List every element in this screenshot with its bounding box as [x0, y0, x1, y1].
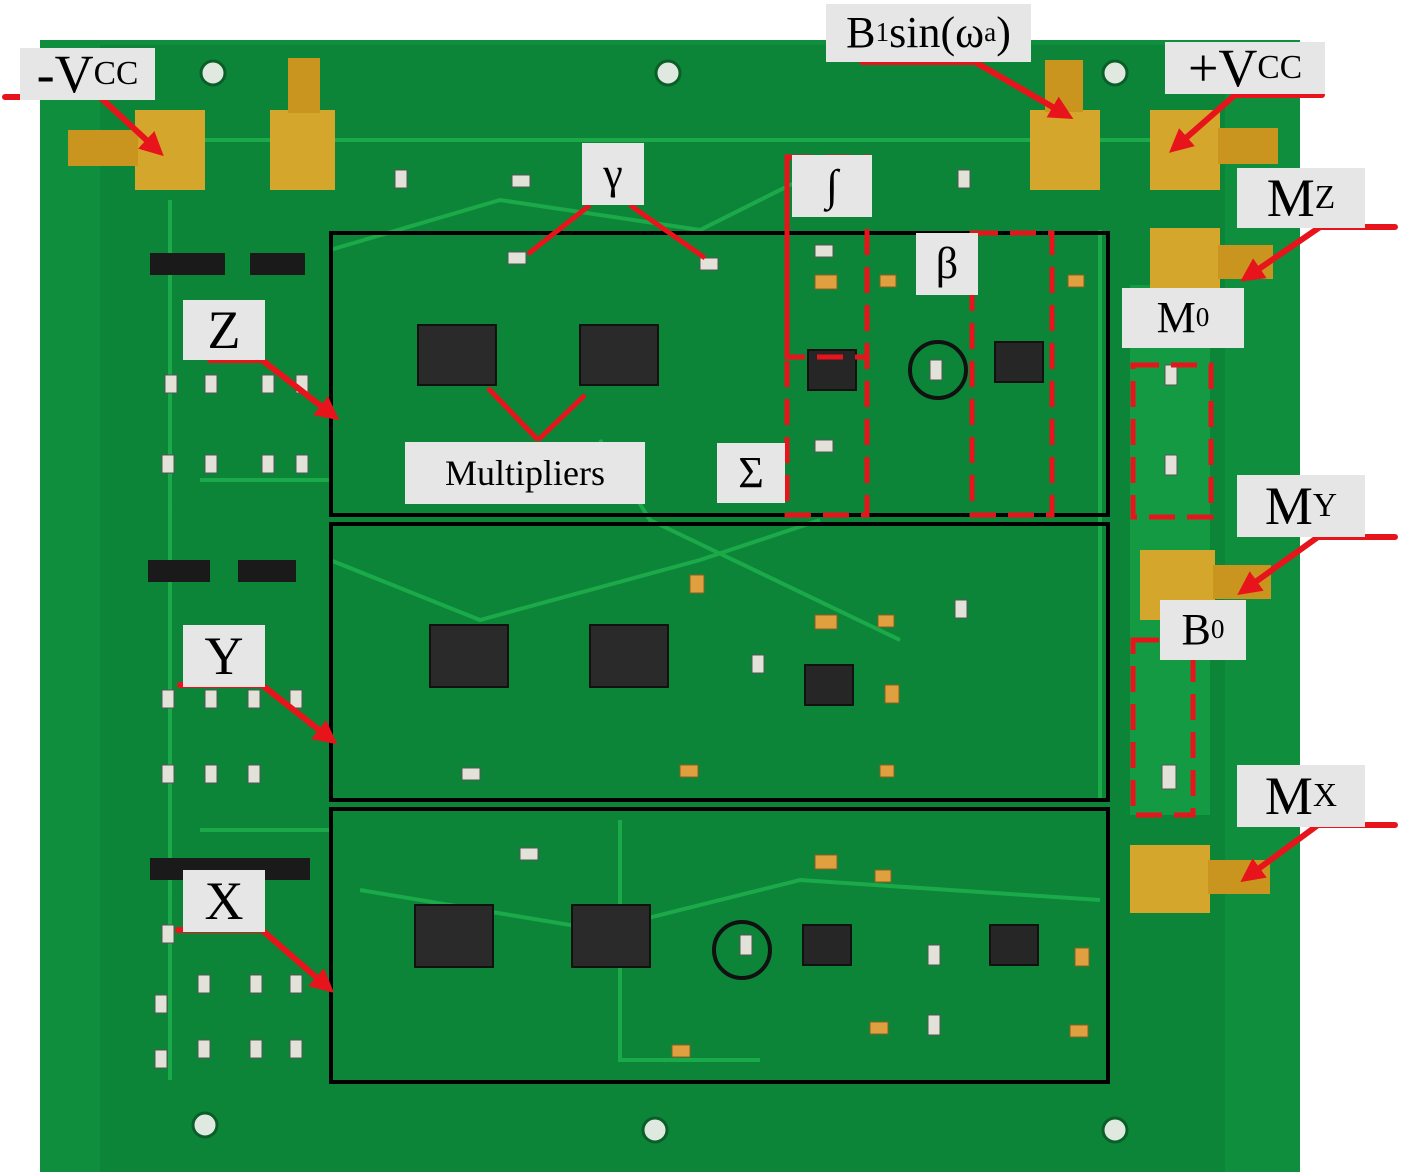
multiplier-chips	[414, 324, 669, 968]
label-z: Z	[183, 300, 265, 360]
m0-bias-box	[1130, 362, 1214, 520]
multipliers-line-right	[536, 393, 587, 442]
connector-mx	[1130, 845, 1270, 913]
arrow-my	[1237, 534, 1398, 596]
passive-components	[394, 169, 1178, 1036]
label-sigma: Σ	[717, 443, 785, 503]
z-block-outline	[329, 231, 1110, 517]
beta-box	[969, 230, 1055, 518]
pointer-lines	[486, 202, 707, 442]
label-beta: β	[916, 233, 978, 295]
arrow-pos-vcc	[1168, 92, 1325, 153]
label-x: X	[183, 870, 265, 932]
mounting-holes	[191, 59, 1129, 1144]
gamma-line-left	[526, 203, 592, 256]
y-block-outline	[329, 522, 1110, 802]
capacitors	[671, 274, 1090, 1058]
connector-b1	[1030, 60, 1100, 190]
arrow-z	[207, 357, 340, 421]
opamp-chips	[802, 341, 1044, 966]
label-integral: ∫	[792, 155, 872, 217]
arrow-b1	[859, 59, 1074, 120]
x-block-outline	[329, 807, 1110, 1084]
label-y: Y	[183, 625, 265, 687]
label-gamma: γ	[582, 143, 644, 205]
pcb-board-edge	[100, 45, 1225, 1172]
label-multipliers: Multipliers	[405, 442, 645, 504]
block-outlines	[329, 231, 1110, 1084]
b0-bias-box	[1130, 637, 1196, 818]
multipliers-line-left	[486, 386, 540, 442]
gamma-line-right	[628, 202, 707, 261]
connector-top-2	[270, 58, 335, 190]
left-resistors	[154, 374, 309, 1069]
marker-circles	[712, 340, 968, 980]
